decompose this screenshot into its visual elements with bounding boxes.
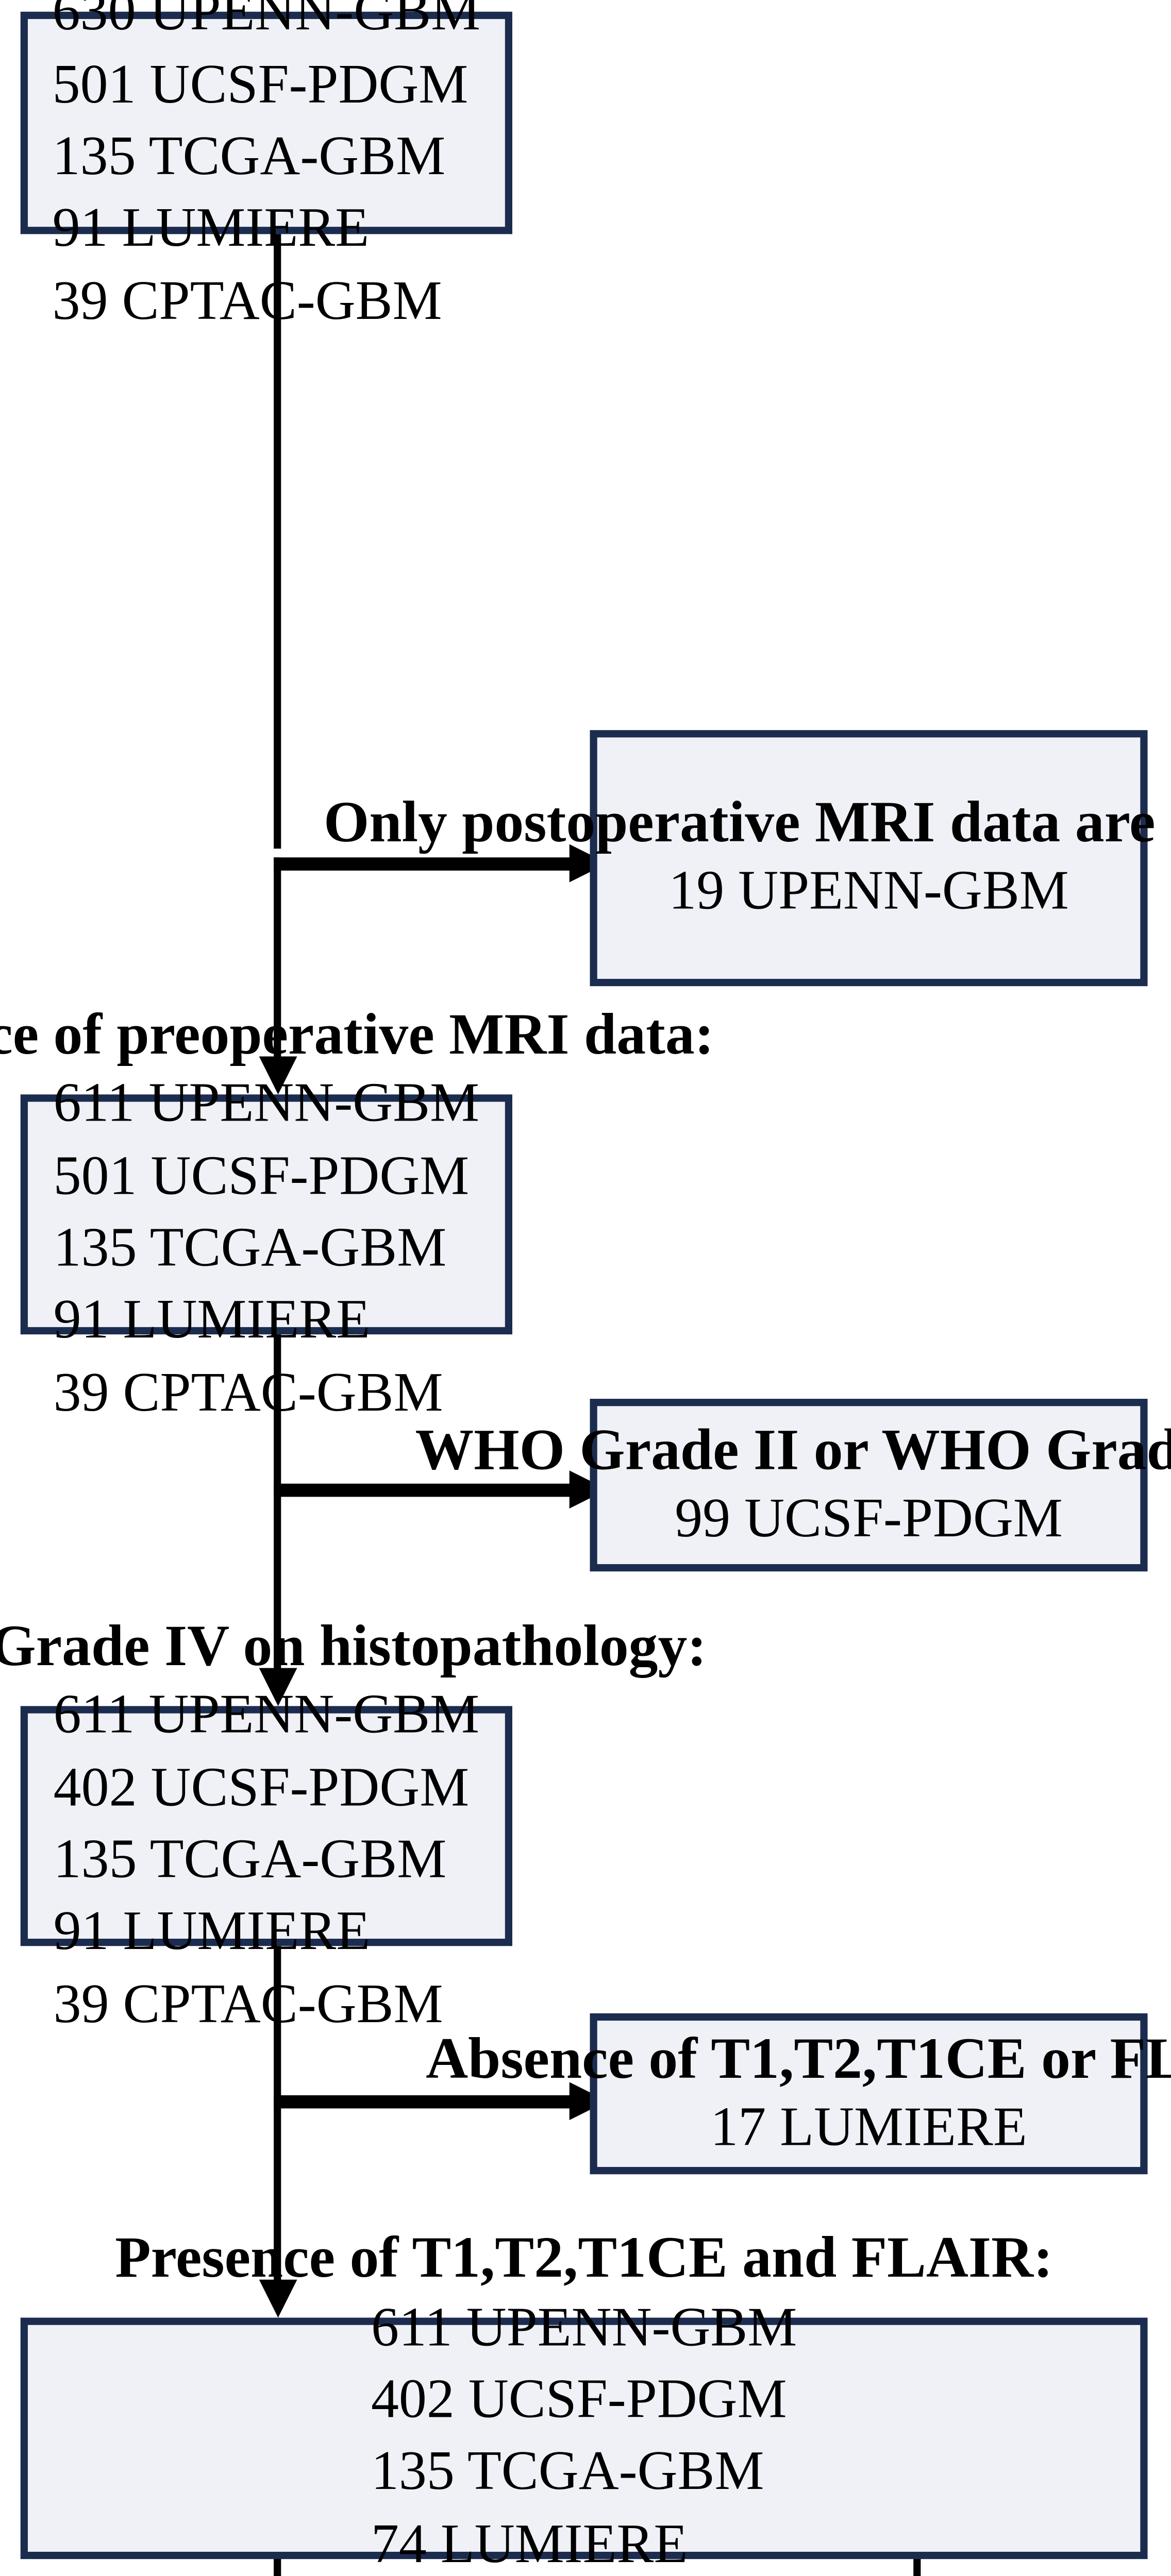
node-items: 630 UPENN-GBM 501 UCSF-PDGM 135 TCGA-GBM… xyxy=(53,0,480,338)
connector-n3-exclusion3 xyxy=(274,2095,573,2109)
node-item: 402 UCSF-PDGM xyxy=(53,1756,470,1818)
node-item: 19 UPENN-GBM xyxy=(668,861,1069,923)
node-absence-of-sequences: Absence of T1,T2,T1CE or FLAIR: 17 LUMIE… xyxy=(426,2013,1171,2175)
node-title: WHO Grade IV on histopathology: xyxy=(0,1612,707,1679)
connector-n1-n2-lower xyxy=(274,857,281,1062)
node-item: 91 LUMIERE xyxy=(53,1289,371,1351)
node-item: 630 UPENN-GBM xyxy=(52,0,481,43)
node-item: 91 LUMIERE xyxy=(52,198,370,260)
node-only-postoperative-mri: Only postoperative MRI data are availabl… xyxy=(324,730,1171,987)
node-item: 611 UPENN-GBM xyxy=(53,1073,480,1134)
node-items: 19 UPENN-GBM xyxy=(668,857,1068,929)
node-item: 135 TCGA-GBM xyxy=(371,2441,764,2503)
node-item: 91 LUMIERE xyxy=(53,1901,371,1963)
node-item: 501 UCSF-PDGM xyxy=(52,53,469,115)
connector-n3-n4-lower xyxy=(274,2095,281,2286)
connector-n2-exclusion2 xyxy=(274,1483,573,1497)
connector-n1-exclusion1 xyxy=(274,857,573,871)
node-five-center-datasets: Five different center datasets: 630 UPEN… xyxy=(20,0,512,332)
connector-n4-n5r xyxy=(913,2559,921,2576)
node-items: 611 UPENN-GBM 402 UCSF-PDGM 135 TCGA-GBM… xyxy=(54,1680,479,2041)
node-who-grade-4-histopathology: WHO Grade IV on histopathology: 611 UPEN… xyxy=(0,1613,707,2035)
node-title: Presence of T1,T2,T1CE and FLAIR: xyxy=(115,2225,1053,2291)
node-title: WHO Grade II or WHO Grade III : xyxy=(415,1416,1171,1482)
node-item: 39 CPTAC-GBM xyxy=(53,1362,443,1423)
node-items: 611 UPENN-GBM 402 UCSF-PDGM 135 TCGA-GBM… xyxy=(371,2292,797,2576)
connector-n3-n4 xyxy=(274,1946,281,2098)
node-item: 39 CPTAC-GBM xyxy=(52,270,442,332)
node-items: 17 LUMIERE xyxy=(710,2092,1027,2164)
node-items: 611 UPENN-GBM 501 UCSF-PDGM 135 TCGA-GBM… xyxy=(54,1069,479,1430)
node-item: 74 LUMIERE xyxy=(371,2513,688,2575)
node-item: 402 UCSF-PDGM xyxy=(371,2369,787,2431)
node-item: 501 UCSF-PDGM xyxy=(53,1145,470,1207)
connector-n4-n5l xyxy=(274,2559,281,2576)
arrow-head-down xyxy=(259,1056,297,1095)
node-item: 39 CPTAC-GBM xyxy=(53,1973,443,2035)
node-item: 135 TCGA-GBM xyxy=(52,125,446,188)
node-title: Presence of preoperative MRI data: xyxy=(0,1001,714,1067)
node-item: 611 UPENN-GBM xyxy=(53,1684,480,1746)
node-title: Absence of T1,T2,T1CE or FLAIR: xyxy=(426,2024,1171,2091)
node-who-grade-2-or-3: WHO Grade II or WHO Grade III : 99 UCSF-… xyxy=(415,1399,1171,1572)
node-title: Only postoperative MRI data are availabl… xyxy=(323,789,1171,855)
node-item: 135 TCGA-GBM xyxy=(53,1217,447,1279)
node-preoperative-mri: Presence of preoperative MRI data: 611 U… xyxy=(0,1001,714,1423)
node-item: 611 UPENN-GBM xyxy=(371,2296,797,2359)
connector-n2-n3 xyxy=(274,1334,281,1487)
connector-n1-n2 xyxy=(274,234,281,849)
node-item: 99 UCSF-PDGM xyxy=(675,1487,1063,1550)
node-items: 99 UCSF-PDGM xyxy=(675,1483,1063,1555)
arrow-head-down xyxy=(259,1668,297,1706)
node-item: 135 TCGA-GBM xyxy=(53,1828,447,1891)
connector-n2-n3-lower xyxy=(274,1483,281,1674)
node-presence-all-sequences: Presence of T1,T2,T1CE and FLAIR: 611 UP… xyxy=(20,2225,1148,2575)
node-item: 17 LUMIERE xyxy=(710,2096,1027,2158)
